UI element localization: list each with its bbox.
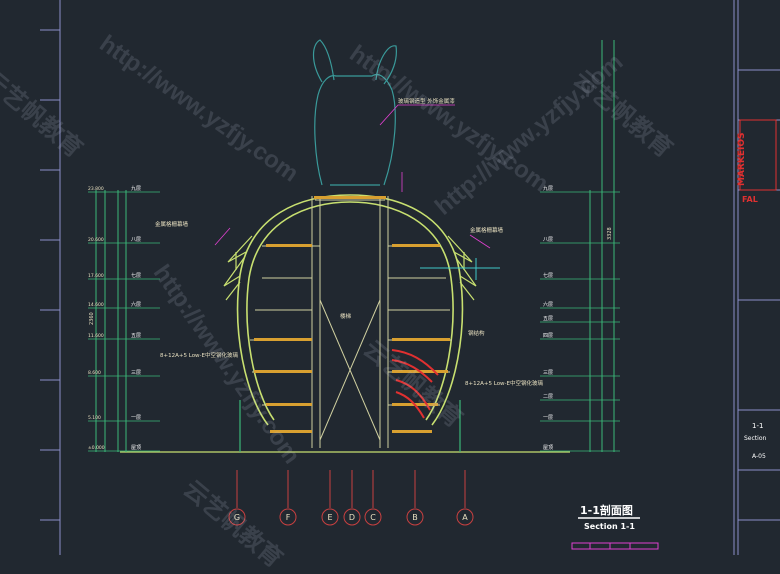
- left-wall-note: 金属格栅幕墙: [155, 220, 189, 228]
- axis-label-A: A: [462, 513, 468, 522]
- glass-note-left: 8+12A+5 Low-E中空钢化玻璃: [160, 351, 239, 359]
- right-level-label: 七层: [543, 272, 553, 279]
- glass-note-right: 8+12A+5 Low-E中空钢化玻璃: [465, 379, 544, 387]
- right-level-label: 八层: [543, 237, 553, 243]
- right-level-label: 屋顶: [543, 445, 553, 451]
- base-supports: [239, 400, 461, 452]
- axis-bubble-F: [279, 508, 297, 526]
- annotations: 玻璃钢造型 外饰金属漆 金属格栅幕墙 金属格栅幕墙 8+12A+5 Low-E中…: [155, 97, 544, 387]
- axis-label-B: B: [412, 513, 418, 522]
- title-block-red-label: FAL: [742, 195, 758, 204]
- right-level-label: 一层: [543, 415, 553, 421]
- left-level-label: 六层: [131, 301, 141, 308]
- rabbit-sculpture: [312, 39, 397, 186]
- right-level-label: 二层: [543, 394, 553, 400]
- left-level-label: 屋顶: [131, 445, 141, 451]
- left-level-elevation: ±0.000: [88, 445, 105, 451]
- axis-label-G: G: [234, 513, 240, 522]
- title-en: Section 1-1: [584, 522, 635, 531]
- facade-fins: [223, 235, 477, 301]
- sheet-sub: Section: [744, 435, 766, 442]
- right-level-label: 六层: [543, 301, 553, 308]
- right-level-label: 四层: [543, 333, 553, 339]
- axis-label-E: E: [327, 513, 332, 522]
- right-level-label: 九层: [543, 185, 553, 192]
- axis-label-D: D: [349, 513, 355, 522]
- center-note: 楼梯: [340, 312, 352, 320]
- left-level-elevation: 5.100: [88, 415, 101, 421]
- right-wall-note: 金属格栅幕墙: [470, 226, 504, 234]
- right-note: 钢结构: [468, 329, 485, 337]
- left-level-label: 三层: [131, 370, 141, 376]
- drawing-title: 1-1剖面图 Section 1-1: [578, 503, 640, 531]
- left-level-markers: 九层 23.800 八层 20.600 七层 17.600 六层 14.600 五层 11.600…: [88, 185, 160, 452]
- left-level-label: 九层: [131, 185, 141, 192]
- section-marker: [420, 258, 500, 280]
- right-level-label: 三层: [543, 370, 553, 376]
- cad-section-drawing: G F E D C B A 九层 23.800 八层 20.600 七层 17.600 六层 14.600…: [40, 0, 780, 555]
- left-level-label: 八层: [131, 237, 141, 243]
- axis-label-F: F: [286, 513, 291, 522]
- left-level-elevation: 8.600: [88, 370, 101, 376]
- axis-bubble-E: [321, 508, 339, 526]
- rabbit-note: 玻璃钢造型 外饰金属漆: [398, 97, 455, 105]
- frame-left-ticks: [40, 29, 60, 521]
- left-level-label: 五层: [131, 333, 141, 339]
- sheet-number: A-05: [752, 453, 766, 460]
- title-block: MARKEIOS FAL 1-1 Section A-05: [737, 119, 777, 460]
- left-overall-dim: 2360: [89, 312, 95, 325]
- left-level-elevation: 17.600: [88, 273, 104, 279]
- dimension-labels: 2360 3328: [89, 227, 613, 325]
- left-level-elevation: 11.600: [88, 333, 104, 339]
- right-level-label: 五层: [543, 316, 553, 322]
- sheet-label: 1-1: [752, 422, 763, 430]
- axis-bubble-B: [406, 508, 424, 526]
- left-level-elevation: 23.800: [88, 186, 104, 192]
- left-level-label: 七层: [131, 272, 141, 279]
- left-dimensions: [95, 190, 127, 452]
- axis-bubble-G: [228, 508, 246, 526]
- title-block-logo: MARKEIOS: [737, 133, 747, 186]
- egg-shell: [236, 194, 464, 426]
- axis-bubble-D: [343, 508, 361, 526]
- left-level-label: 一层: [131, 415, 141, 421]
- magenta-scale-bar: [571, 542, 659, 550]
- axis-bubble-C: [364, 508, 382, 526]
- interior-structure: [250, 196, 452, 448]
- leader-lines: [214, 104, 491, 249]
- left-level-elevation: 20.600: [88, 237, 104, 243]
- title-cn: 1-1剖面图: [580, 503, 633, 517]
- axis-bubble-A: [456, 508, 474, 526]
- axis-label-C: C: [370, 513, 376, 522]
- left-level-elevation: 14.600: [88, 302, 104, 308]
- right-overall-dim: 3328: [607, 227, 613, 240]
- stairs-red: [391, 349, 439, 419]
- right-dimensions: [589, 40, 615, 452]
